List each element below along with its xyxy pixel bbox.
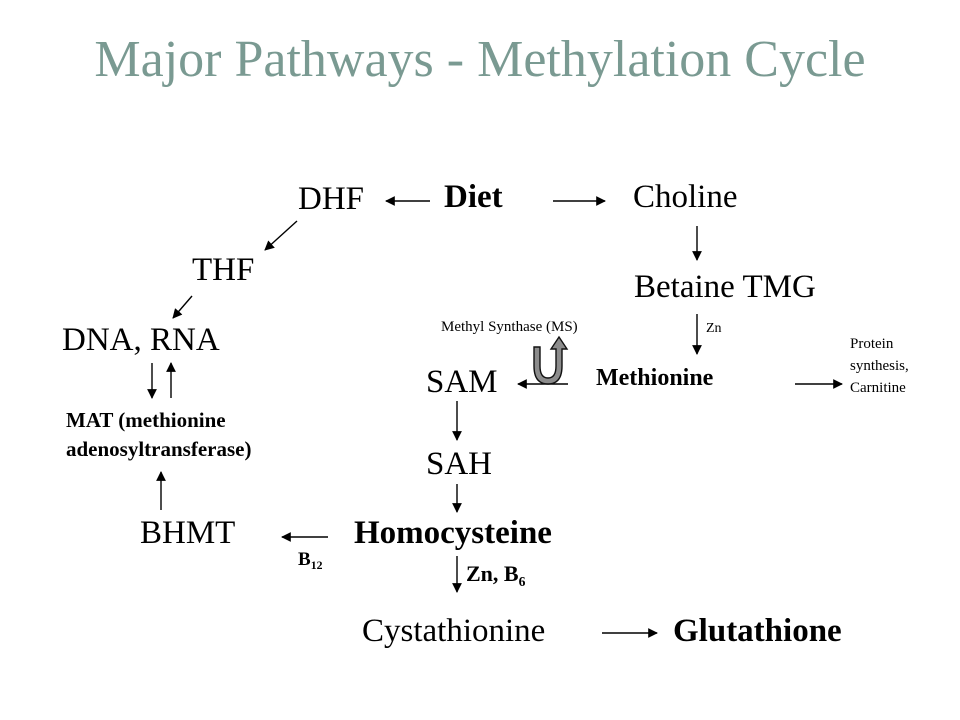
label-b12-base: B	[298, 549, 311, 570]
label-protein-synthesis-line2: synthesis,	[850, 358, 909, 374]
u-turn-arrow-icon	[533, 335, 569, 385]
page-title: Major Pathways - Methylation Cycle	[94, 31, 866, 88]
label-methyl-synthase: Methyl Synthase (MS)	[441, 319, 578, 335]
node-choline: Choline	[633, 179, 738, 215]
label-b12: B12	[298, 548, 322, 578]
label-mat-line2: adenosyltransferase)	[66, 437, 252, 461]
node-glutathione: Glutathione	[673, 613, 842, 649]
label-zn-b6-sub: 6	[518, 573, 526, 589]
label-protein-synthesis-line1: Protein	[850, 336, 894, 352]
node-sam: SAM	[426, 364, 498, 400]
node-sah: SAH	[426, 446, 493, 482]
node-cystathionine: Cystathionine	[362, 613, 546, 649]
label-zn-b6-base: Zn, B	[466, 561, 519, 586]
node-homocysteine: Homocysteine	[354, 515, 552, 551]
label-protein-synthesis-line3: Carnitine	[850, 380, 906, 396]
node-dhf: DHF	[298, 181, 365, 217]
node-diet: Diet	[444, 179, 503, 215]
label-zn: Zn	[706, 321, 722, 336]
node-betaine: Betaine TMG	[634, 269, 816, 305]
arrow-dhf-to-thf	[264, 220, 298, 251]
node-bhmt: BHMT	[140, 515, 236, 551]
node-dna-rna: DNA, RNA	[62, 322, 220, 358]
arrow-thf-to-dna	[172, 295, 193, 319]
label-zn-b6: Zn, B6	[466, 561, 525, 595]
label-mat-line1: MAT (methionine	[66, 408, 226, 432]
node-thf: THF	[192, 252, 255, 288]
node-methionine: Methionine	[596, 365, 714, 391]
label-b12-sub: 12	[310, 559, 323, 573]
